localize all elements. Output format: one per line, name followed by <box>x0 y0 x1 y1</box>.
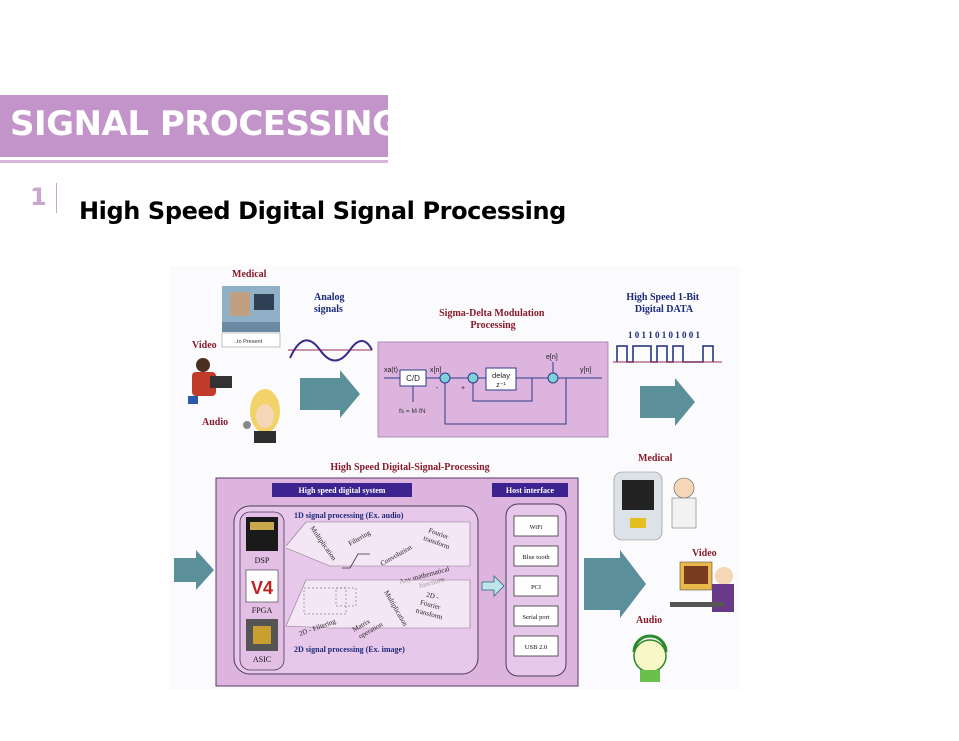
en-label: e[n] <box>546 354 558 361</box>
interface-label: Serial port <box>522 614 549 621</box>
doctor-icon <box>671 477 697 529</box>
arrow-icon-3 <box>174 550 214 590</box>
arrow-icon-2 <box>640 378 695 426</box>
asic-die <box>253 626 271 644</box>
audio-output-label: Audio <box>636 615 662 626</box>
chip-label-asic: ASIC <box>253 655 271 664</box>
host-header-label: Host interface <box>506 486 555 495</box>
analog-wave <box>289 339 373 362</box>
audio-source-label: Audio <box>202 417 228 428</box>
section-number: 1 <box>30 183 47 211</box>
video-output-label: Video <box>692 548 717 559</box>
fs-label: fs = M·fN <box>399 408 426 415</box>
page-title: SIGNAL PROCESSING <box>10 104 400 144</box>
computer-user-icon <box>670 561 734 612</box>
analog-line-1: Analog <box>314 292 345 303</box>
plus-sign-2: + <box>461 385 465 392</box>
two-d-label: 2D signal processing (Ex. image) <box>294 645 405 654</box>
output-title: High Speed 1-Bit Digital DATA <box>626 292 701 315</box>
interface-label: Blue tooth <box>522 554 550 561</box>
one-d-panel <box>285 521 471 567</box>
output-title-line-1: High Speed 1-Bit <box>626 292 699 303</box>
interface-label: WiFi <box>529 524 542 531</box>
delay-label: delay <box>492 371 510 380</box>
present-caption-box <box>221 332 281 348</box>
sd-title-line-1: Sigma-Delta Modulation <box>439 308 545 319</box>
cd-label: C/D <box>406 374 420 383</box>
interface-label: USB 2.0 <box>525 644 547 651</box>
medical-source-label: Medical <box>232 269 267 280</box>
interface-box <box>513 575 559 597</box>
medical-output-label: Medical <box>638 453 673 464</box>
analog-line-2: signals <box>314 304 343 315</box>
op-2d-fourier-1: 2D - <box>425 591 440 602</box>
sigma-delta-title: Sigma-Delta Modulation Processing <box>439 308 547 331</box>
sum-node-2 <box>467 372 479 384</box>
one-d-label: 1D signal processing (Ex. audio) <box>294 511 404 520</box>
output-title-line-2: Digital DATA <box>635 304 694 315</box>
yn-label: y[n] <box>580 367 591 374</box>
dsp-block-title: High Speed Digital-Signal-Processing <box>330 462 489 473</box>
section-subtitle: High Speed Digital Signal Processing <box>79 197 566 225</box>
fpga-chip-icon <box>245 569 279 603</box>
analog-signals-label: Analog signals <box>314 292 347 315</box>
arrow-icon-1 <box>300 370 360 418</box>
minus-sign-1: - <box>436 385 439 392</box>
video-camera-icon <box>188 358 232 404</box>
dsp-chip-label-plate <box>250 522 274 530</box>
matrix-grid-icon <box>303 587 357 615</box>
ultrasound-device-icon <box>613 471 663 541</box>
interface-box <box>513 545 559 567</box>
xn-label: x[n] <box>430 367 441 374</box>
sum-node-3 <box>547 372 559 384</box>
title-underline <box>0 160 388 163</box>
xa-label: xa(t) <box>384 367 398 374</box>
medical-source-image <box>222 286 280 332</box>
interface-box <box>513 605 559 627</box>
interface-box <box>513 635 559 657</box>
two-d-panel <box>285 579 471 629</box>
headphone-listener-icon <box>632 634 668 682</box>
present-caption: ..to Present <box>234 339 263 345</box>
title-banner <box>0 95 388 157</box>
feedback-loop-inner <box>472 378 533 402</box>
system-header-bar <box>272 483 412 497</box>
host-header-bar <box>492 483 568 497</box>
z-label: z⁻¹ <box>496 382 506 389</box>
bit-sequence: 1 0 1 1 0 1 0 1 0 0 1 <box>628 330 701 340</box>
system-to-host-arrow <box>481 575 505 597</box>
section-separator <box>56 183 57 213</box>
interface-box <box>513 515 559 537</box>
chip-label-fpga: FPGA <box>252 606 273 615</box>
delay-box <box>485 367 517 391</box>
dsp-diagram: Medical ..to Present Video Audio Analog … <box>170 266 740 690</box>
feedback-loop-outer <box>444 378 567 425</box>
sum-node-1 <box>439 372 451 384</box>
fpga-logo: V4 <box>251 578 273 598</box>
sd-title-line-2: Processing <box>470 320 515 331</box>
filter-curve <box>342 553 370 569</box>
chip-label-dsp: DSP <box>255 556 270 565</box>
arrow-icon-4 <box>584 550 646 618</box>
system-header-label: High speed digital system <box>299 486 386 495</box>
video-source-label: Video <box>192 340 217 351</box>
interface-label: PCI <box>531 584 541 591</box>
singer-icon <box>243 389 280 443</box>
